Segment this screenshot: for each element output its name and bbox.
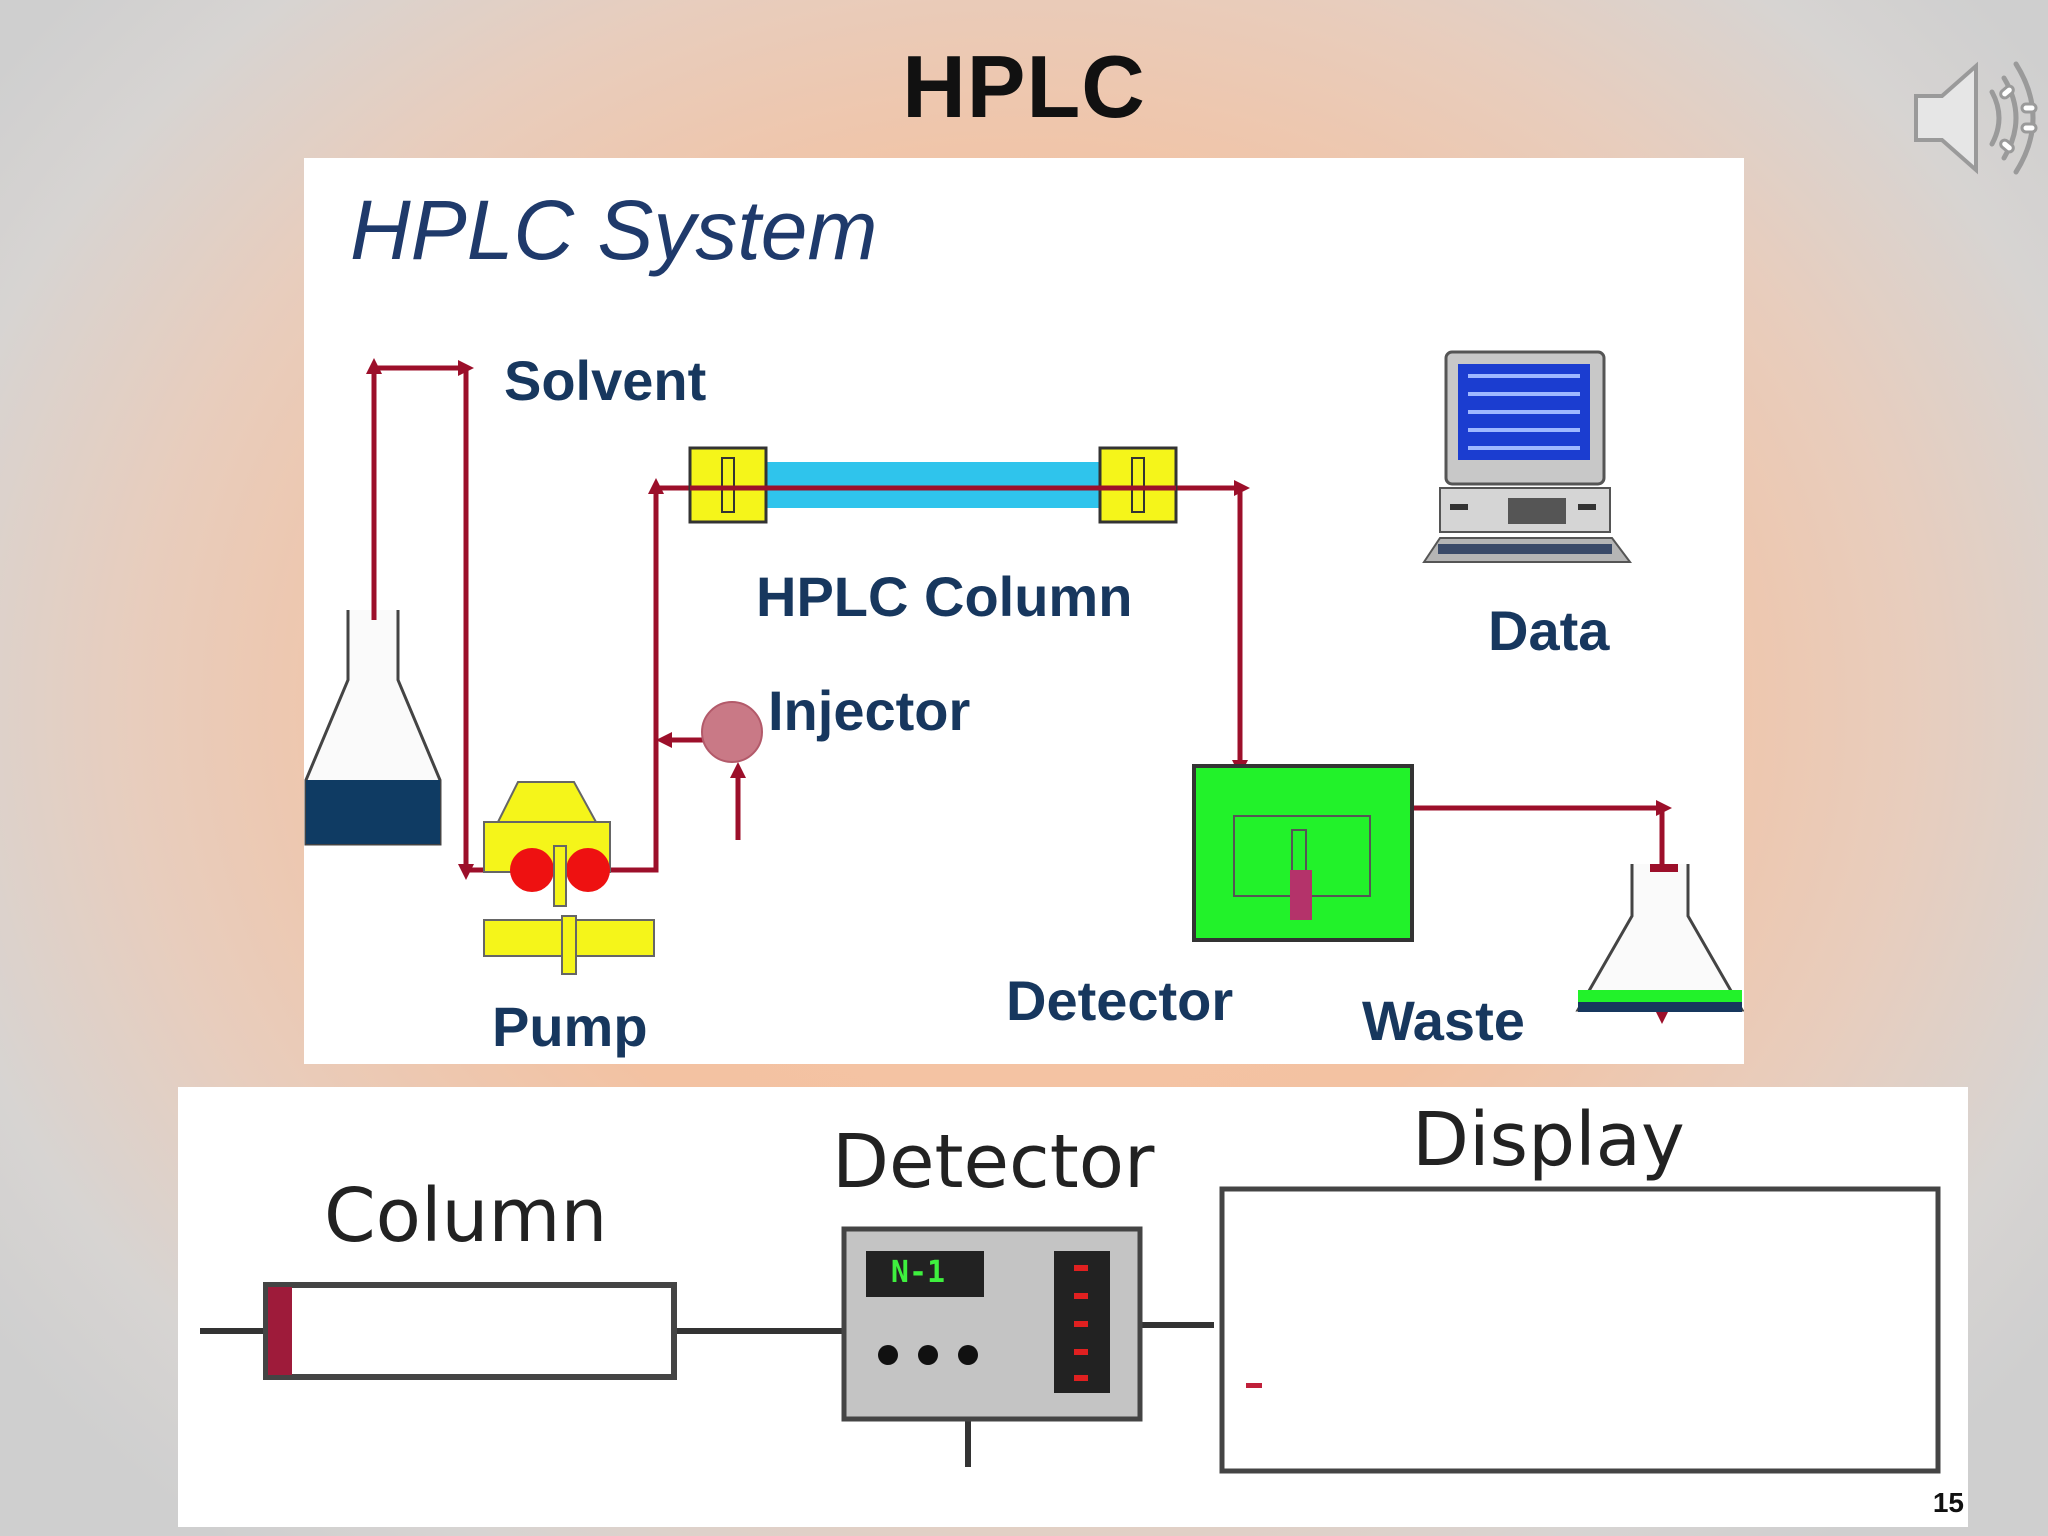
detector-label-bottom: Detector: [832, 1119, 1155, 1205]
injector-port: [701, 701, 763, 763]
injector-label: Injector: [768, 679, 971, 742]
detector-device: [841, 1226, 1143, 1422]
column-label: Column: [324, 1173, 608, 1259]
column-detector-display-diagram: N-1 Column Detector Display 15: [178, 1087, 1968, 1527]
page-number: 15: [1932, 1487, 1964, 1518]
data-label: Data: [1488, 599, 1610, 662]
solvent-flask-icon: [304, 610, 442, 846]
pump-icon: [483, 781, 655, 975]
connector-lines: [200, 1322, 1214, 1467]
pump-label: Pump: [492, 995, 648, 1058]
diagram-title: HPLC System: [350, 183, 878, 277]
hplc-column-label: HPLC Column: [756, 565, 1133, 628]
solvent-label: Solvent: [504, 349, 707, 412]
column-tube: [263, 1282, 677, 1380]
computer-icon: [1422, 350, 1632, 563]
slide-title: HPLC: [902, 37, 1146, 136]
waste-flask-icon: [1575, 864, 1744, 1012]
hplc-column-tube: [688, 446, 1178, 524]
detector-readout: N-1: [890, 1255, 946, 1290]
detector-box: [1192, 764, 1414, 942]
detector-label: Detector: [1006, 969, 1234, 1032]
waste-label: Waste: [1362, 989, 1525, 1052]
speaker-icon[interactable]: [1904, 48, 2044, 188]
display-screen: [1219, 1186, 1941, 1474]
display-label: Display: [1412, 1097, 1685, 1183]
hplc-system-diagram: HPLC System Solvent HPLC Column Injector…: [304, 158, 1744, 1064]
